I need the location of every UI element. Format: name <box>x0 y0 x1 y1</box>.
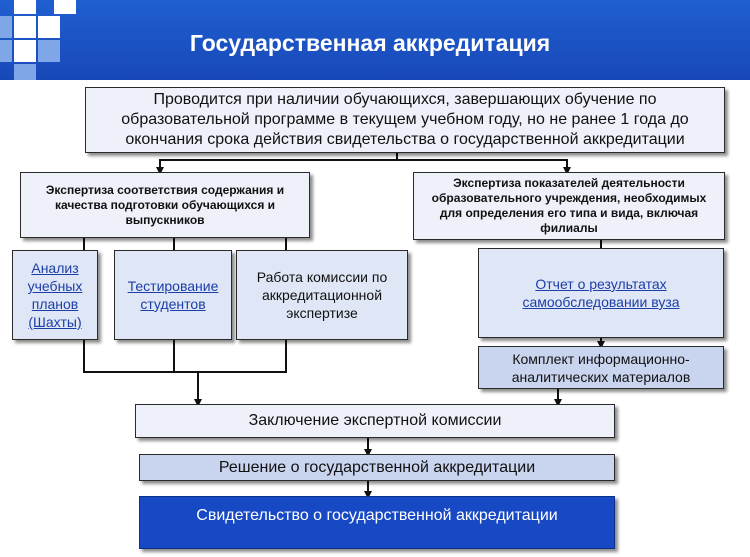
commission-work-text: Работа комиссии по аккредитационной эксп… <box>256 269 388 321</box>
connector-left-1 <box>83 340 198 373</box>
decor-square <box>54 0 76 14</box>
certificate-box: Свидетельство о государственной аккредит… <box>139 496 615 549</box>
decor-square <box>0 40 12 62</box>
connector-left-3 <box>198 340 287 373</box>
self-evaluation-report-link[interactable]: Отчет о результатах самообследовании вуз… <box>522 276 680 310</box>
expertise-content-text: Экспертиза соответствия содержания и кач… <box>45 182 285 227</box>
condition-text: Проводится при наличии обучающихся, заве… <box>121 91 689 148</box>
curriculum-analysis-link[interactable]: Анализ учебных планов (Шахты) <box>27 260 83 330</box>
decision-text: Решение о государственной аккредитации <box>218 458 536 476</box>
decision-box: Решение о государственной аккредитации <box>139 454 615 481</box>
expertise-indicators-text: Экспертиза показателей деятельности обра… <box>431 176 707 235</box>
commission-work-box: Работа комиссии по аккредитационной эксп… <box>236 250 408 340</box>
arrow-top-left <box>156 153 398 175</box>
self-evaluation-report-box[interactable]: Отчет о результатах самообследовании вуз… <box>478 248 724 338</box>
expertise-indicators-box: Экспертиза показателей деятельности обра… <box>413 172 725 240</box>
certificate-text: Свидетельство о государственной аккредит… <box>196 507 558 524</box>
decor-square <box>14 16 36 38</box>
student-testing-link[interactable]: Тестирование студентов <box>127 278 219 312</box>
decor-square <box>38 40 60 62</box>
decor-square <box>14 64 36 80</box>
materials-text: Комплект информационно-аналитических мат… <box>511 350 691 385</box>
conclusion-box: Заключение экспертной комиссии <box>135 404 615 438</box>
arrow-top-right <box>397 159 571 175</box>
decor-square <box>14 40 36 62</box>
student-testing-box[interactable]: Тестирование студентов <box>114 250 232 340</box>
materials-box: Комплект информационно-аналитических мат… <box>478 346 724 389</box>
header-bar: Государственная аккредитация <box>0 0 750 80</box>
decor-square <box>38 16 60 38</box>
decor-square <box>0 16 12 38</box>
conclusion-text: Заключение экспертной комиссии <box>248 412 502 429</box>
branch-left-stems <box>83 238 287 250</box>
curriculum-analysis-box[interactable]: Анализ учебных планов (Шахты) <box>12 250 98 340</box>
decor-square <box>14 0 36 14</box>
expertise-content-box: Экспертиза соответствия содержания и кач… <box>20 172 310 238</box>
page-title: Государственная аккредитация <box>189 30 551 56</box>
condition-box: Проводится при наличии обучающихся, заве… <box>85 87 725 153</box>
